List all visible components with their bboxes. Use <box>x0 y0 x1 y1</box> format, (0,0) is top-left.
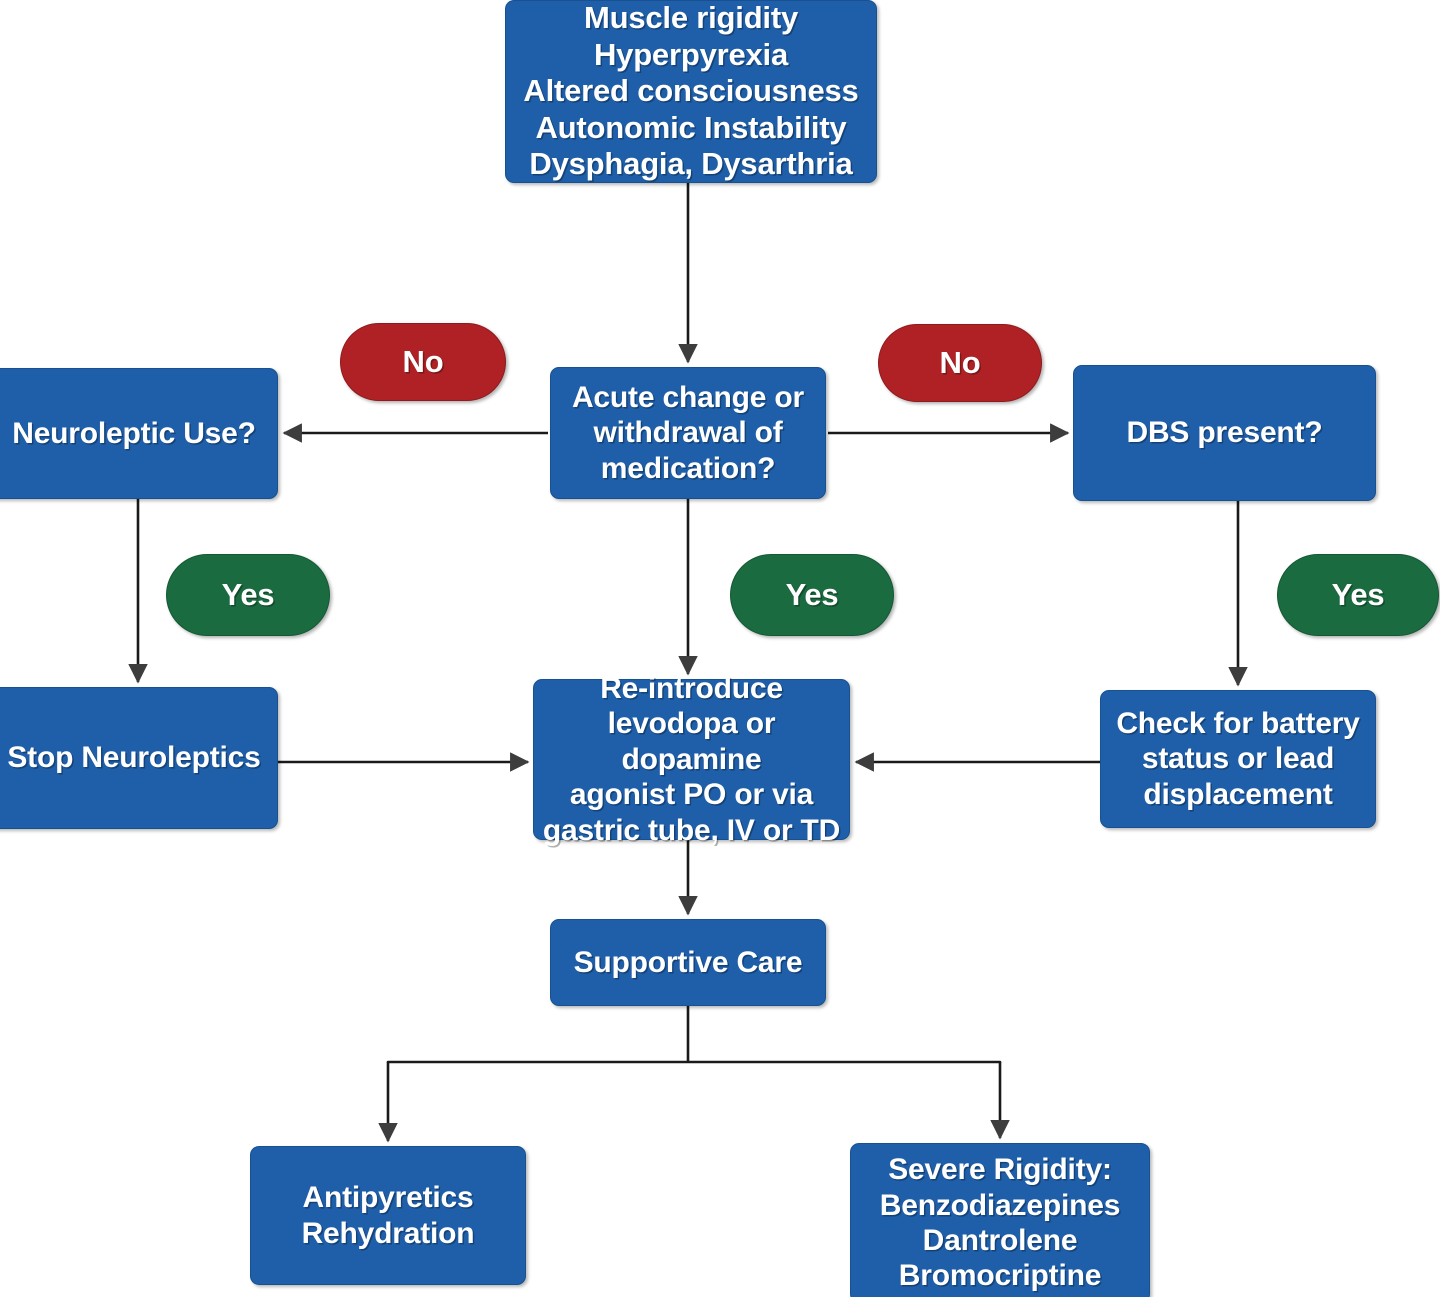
node-neuroleptic-use-decision[interactable]: Neuroleptic Use? <box>0 368 278 499</box>
edge-supportive-split-bus <box>386 1004 1002 1064</box>
node-dbs-present-decision[interactable]: DBS present? <box>1073 365 1376 501</box>
node-severe-rigidity-treatment[interactable]: Severe Rigidity: Benzodiazepines Dantrol… <box>850 1143 1150 1297</box>
node-check-battery-status[interactable]: Check for battery status or lead displac… <box>1100 690 1376 828</box>
label-no-left: No <box>340 323 506 401</box>
label-yes-left: Yes <box>166 554 330 636</box>
node-supportive-care[interactable]: Supportive Care <box>550 919 826 1006</box>
node-acute-change-decision[interactable]: Acute change or withdrawal of medication… <box>550 367 826 499</box>
label-yes-right: Yes <box>1277 554 1439 636</box>
label-yes-middle: Yes <box>730 554 894 636</box>
node-reintroduce-levodopa[interactable]: Re-introduce levodopa or dopamine agonis… <box>533 672 850 847</box>
label-no-right: No <box>878 324 1042 402</box>
node-symptoms[interactable]: Muscle rigidity Hyperpyrexia Altered con… <box>505 0 877 183</box>
node-stop-neuroleptics[interactable]: Stop Neuroleptics <box>0 687 278 829</box>
node-antipyretics-rehydration[interactable]: Antipyretics Rehydration <box>250 1146 526 1285</box>
